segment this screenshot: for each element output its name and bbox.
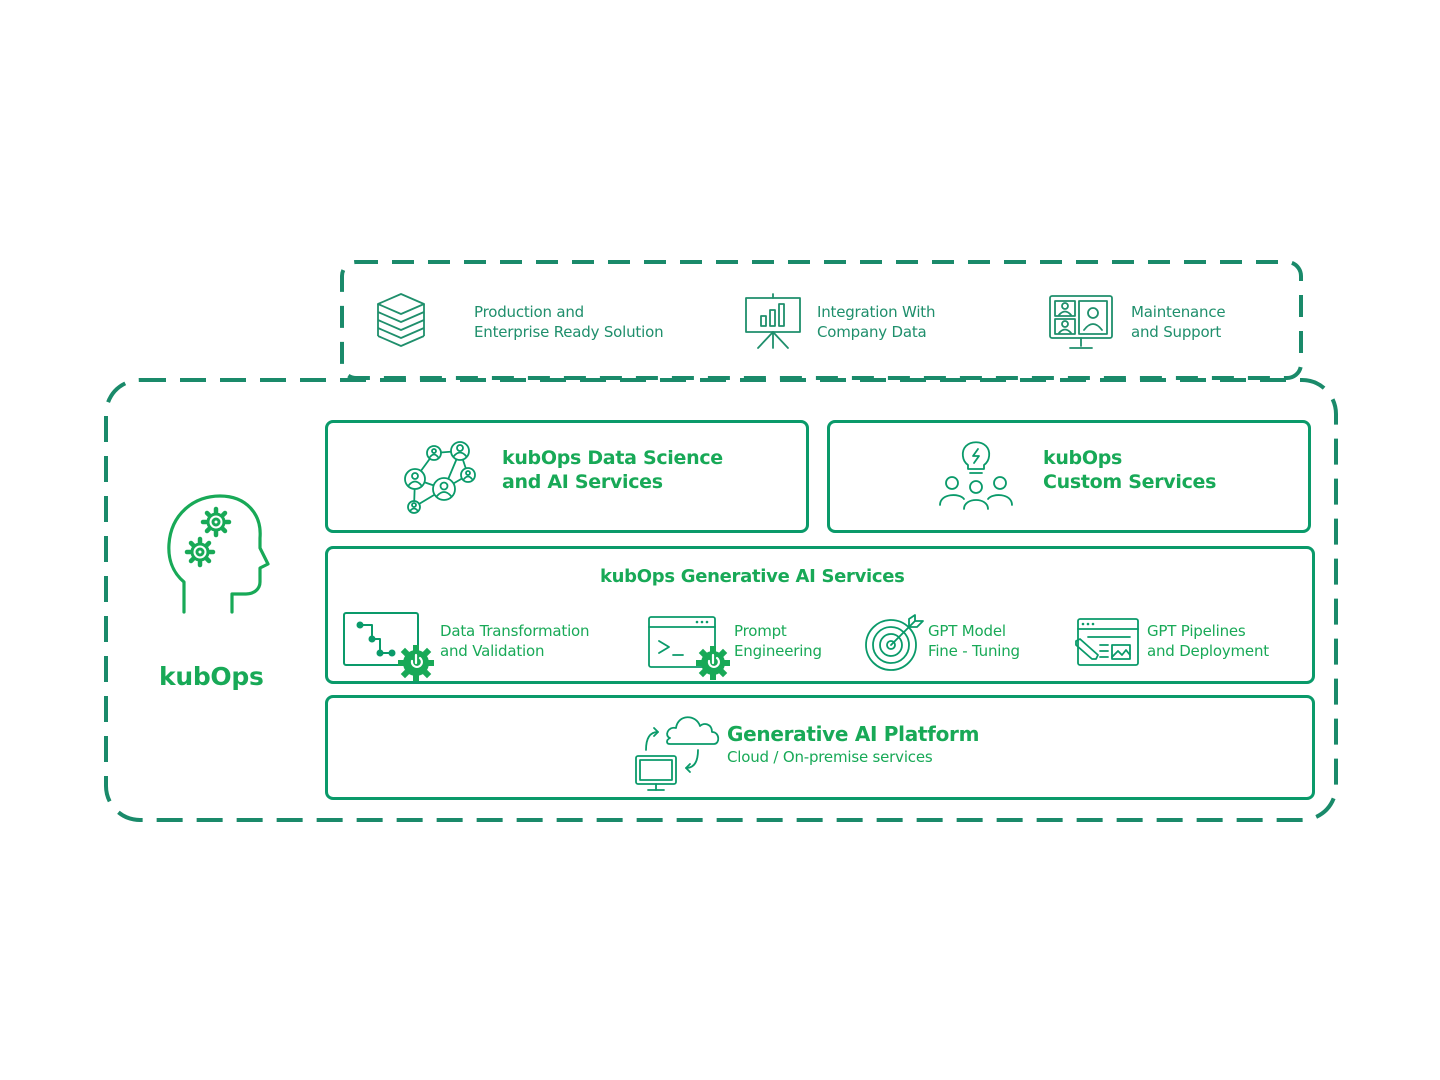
custom-services-title: kubOps Custom Services bbox=[1043, 446, 1216, 494]
custom-services-box: kubOps Custom Services bbox=[827, 420, 1311, 533]
data-science-title: kubOps Data Science and AI Services bbox=[502, 446, 723, 494]
custom-services-line2: Custom Services bbox=[1043, 471, 1217, 493]
custom-services-line1: kubOps bbox=[1043, 447, 1123, 469]
gen-item-line1: Data Transformation bbox=[440, 622, 590, 640]
data-flow-gear-icon bbox=[343, 612, 434, 681]
platform-box: Generative AI Platform Cloud / On-premis… bbox=[325, 695, 1315, 800]
gen-item-line1: GPT Pipelines bbox=[1147, 622, 1246, 640]
generative-services-box: kubOps Generative AI Services Data Tra bbox=[325, 546, 1315, 684]
video-conference-icon bbox=[1049, 295, 1113, 349]
presentation-chart-icon bbox=[745, 293, 801, 349]
gen-item-gpt-fine-tuning: GPT Model Fine - Tuning bbox=[928, 621, 1020, 661]
cloud-sync-icon bbox=[635, 716, 720, 791]
feature-production: Production and Enterprise Ready Solution bbox=[474, 302, 664, 342]
brand-label: kubOps bbox=[159, 662, 264, 691]
gen-item-line2: Fine - Tuning bbox=[928, 642, 1020, 660]
gen-item-line2: and Deployment bbox=[1147, 642, 1269, 660]
team-idea-icon bbox=[939, 441, 1013, 510]
data-science-line1: kubOps Data Science bbox=[502, 447, 723, 469]
head-gears-icon bbox=[167, 494, 270, 614]
gen-item-line2: and Validation bbox=[440, 642, 545, 660]
gen-item-data-transformation: Data Transformation and Validation bbox=[440, 621, 590, 661]
target-icon bbox=[865, 614, 924, 671]
main-dashed-frame bbox=[104, 378, 1338, 822]
feature-line1: Production and bbox=[474, 303, 584, 321]
platform-subtitle: Cloud / On-premise services bbox=[727, 748, 933, 766]
generative-services-title: kubOps Generative AI Services bbox=[600, 566, 905, 587]
terminal-gear-icon bbox=[648, 616, 730, 680]
feature-line2: Company Data bbox=[817, 323, 927, 341]
gen-item-line1: GPT Model bbox=[928, 622, 1006, 640]
pipeline-window-icon bbox=[1075, 618, 1139, 666]
gen-item-prompt-engineering: Prompt Engineering bbox=[734, 621, 822, 661]
feature-line2: and Support bbox=[1131, 323, 1222, 341]
data-science-line2: and AI Services bbox=[502, 471, 663, 493]
feature-maintenance: Maintenance and Support bbox=[1131, 302, 1226, 342]
people-network-icon bbox=[404, 441, 476, 514]
platform-title: Generative AI Platform bbox=[727, 722, 980, 746]
gen-item-gpt-pipelines: GPT Pipelines and Deployment bbox=[1147, 621, 1269, 661]
feature-line1: Integration With bbox=[817, 303, 936, 321]
feature-line2: Enterprise Ready Solution bbox=[474, 323, 664, 341]
feature-line1: Maintenance bbox=[1131, 303, 1226, 321]
gen-item-line1: Prompt bbox=[734, 622, 787, 640]
gen-item-line2: Engineering bbox=[734, 642, 822, 660]
layers-icon bbox=[377, 293, 425, 347]
data-science-box: kubOps Data Science and AI Services bbox=[325, 420, 809, 533]
feature-integration: Integration With Company Data bbox=[817, 302, 935, 342]
